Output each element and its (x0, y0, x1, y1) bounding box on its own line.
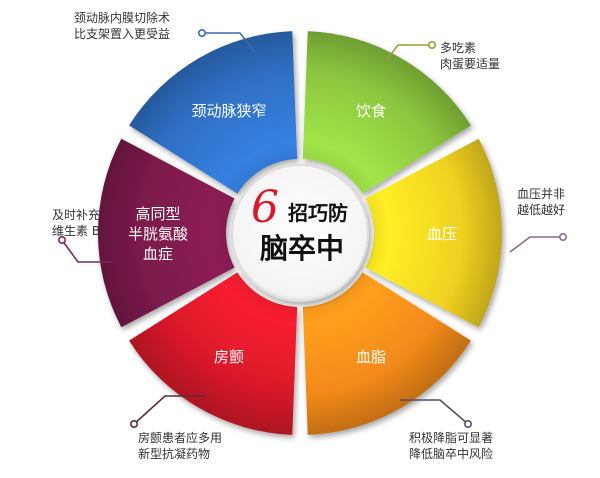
center-line1: 招巧防 (288, 201, 348, 225)
center-line2: 脑卒中 (260, 232, 344, 265)
leader-line-food (384, 44, 432, 63)
note-food: 多吃素 肉蛋要适量 (440, 41, 501, 71)
leader-dot-carotid (198, 28, 207, 37)
segment-label-af: 房颤 (214, 348, 244, 366)
leader-line-hcy (61, 239, 112, 263)
leader-line-carotid (202, 32, 256, 53)
center-number: 6 (251, 182, 279, 233)
segment-carotid (129, 31, 298, 194)
segment-label-lipid: 血脂 (356, 348, 386, 366)
leader-dot-hcy (57, 236, 66, 245)
note-hcy: 及时补充 维生素 B (52, 208, 101, 238)
segment-af (129, 272, 298, 435)
segment-label-carotid: 颈动脉狭窄 (191, 102, 266, 120)
leader-line-pressure (509, 236, 563, 253)
segment-label-pressure: 血压 (427, 225, 457, 243)
leader-line-af (133, 395, 206, 425)
leader-dot-lipid (463, 419, 472, 428)
segment-label-hcy: 血症 (143, 245, 173, 263)
leader-dot-food (427, 40, 436, 49)
segment-label-hcy: 半胱氨酸 (128, 225, 188, 243)
note-af: 房颤患者应多用 新型抗凝药物 (138, 431, 223, 461)
segment-pressure (365, 138, 502, 328)
segment-lipid (302, 272, 471, 435)
leader-dot-pressure (558, 233, 567, 242)
leaders-layer (57, 28, 567, 428)
note-carotid: 颈动脉内膜切除术 比支架置入更受益 (74, 11, 171, 41)
segment-label-hcy: 高同型 (135, 205, 180, 223)
center-circle (231, 164, 369, 302)
note-lipid: 积极降脂可显著 降低脑卒中风险 (409, 431, 494, 461)
segment-label-food: 饮食 (356, 102, 386, 120)
leader-dot-af (130, 419, 139, 428)
segment-hcy (97, 138, 235, 328)
note-pressure: 血压并非 越低越好 (517, 187, 566, 217)
segment-food (302, 31, 471, 194)
leader-line-lipid (400, 399, 469, 425)
center-badge: 6 招巧防 脑卒中 (231, 164, 369, 302)
